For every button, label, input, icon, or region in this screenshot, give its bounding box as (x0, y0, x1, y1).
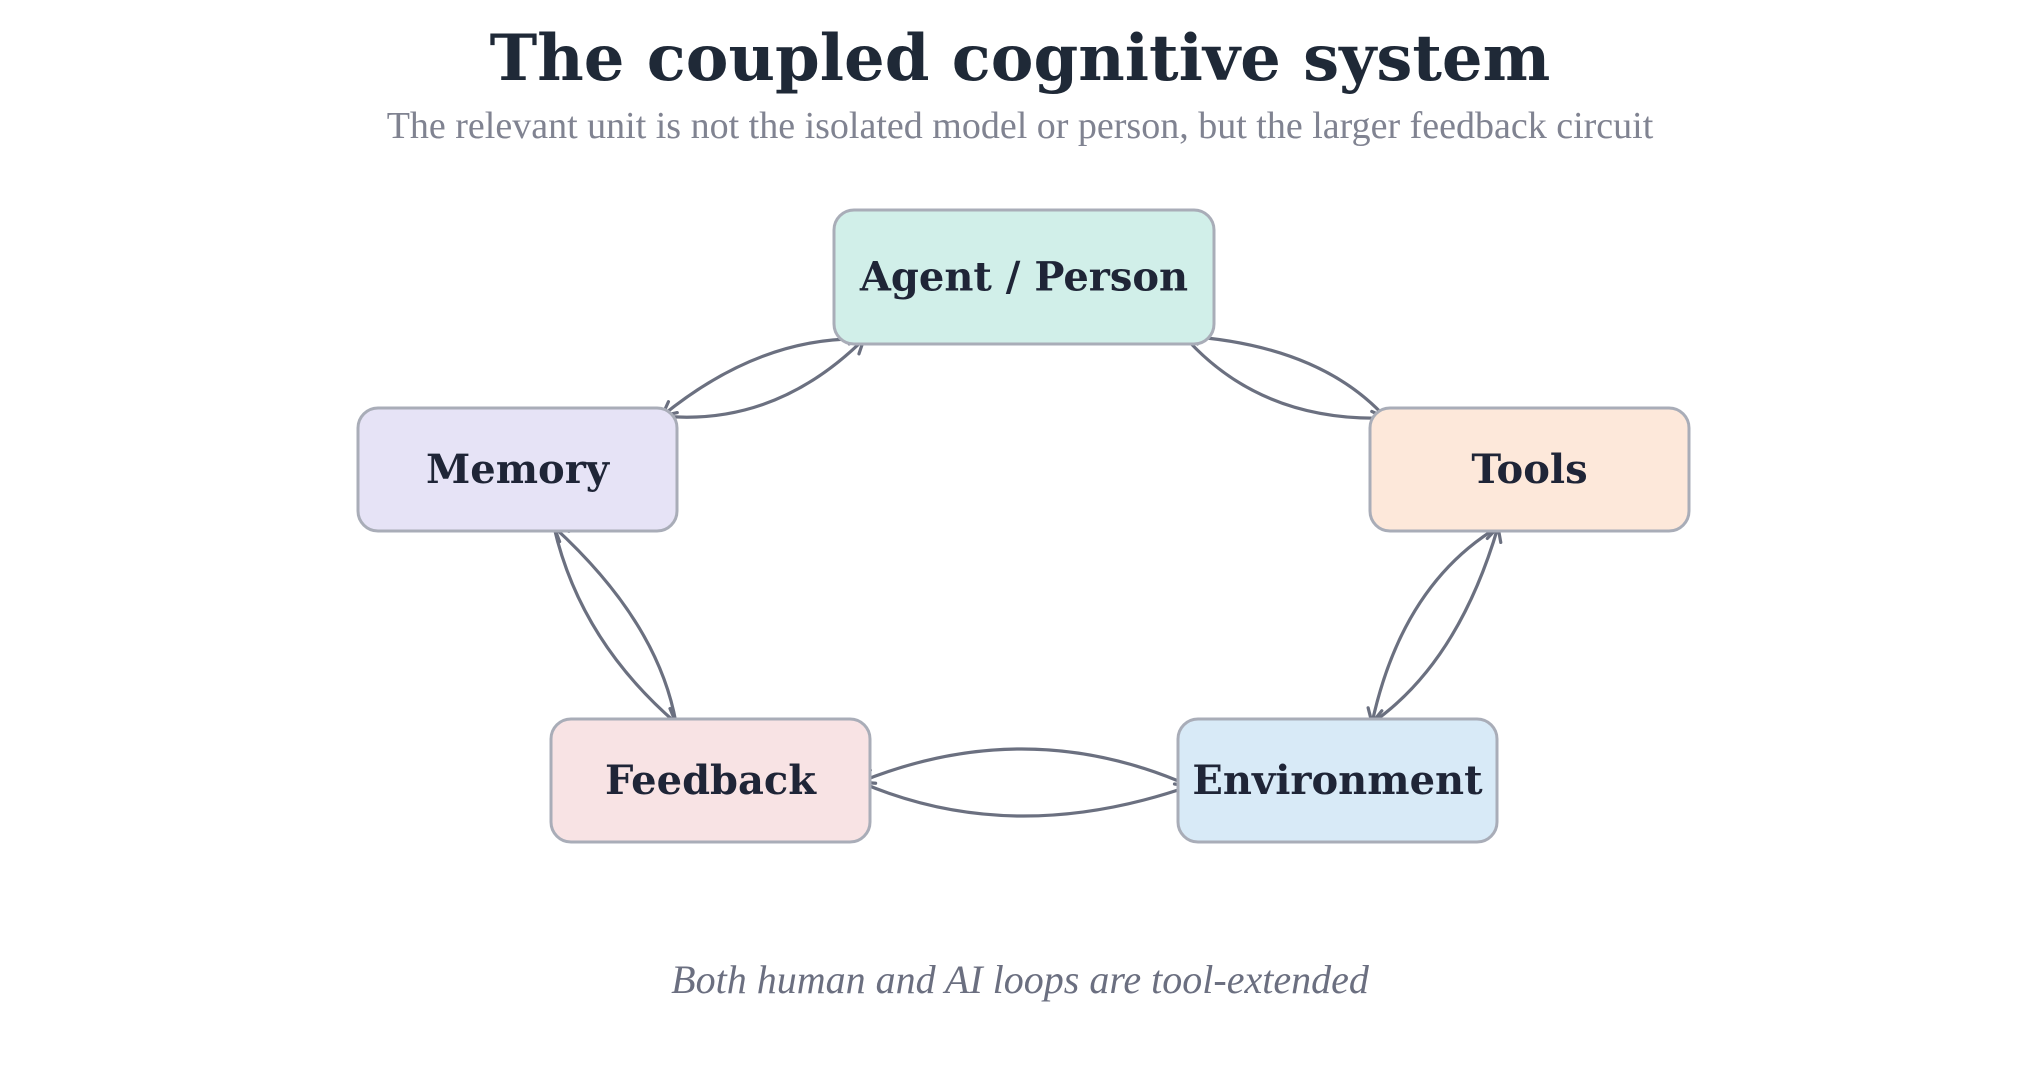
arrow-tools-to-agent (1182, 328, 1388, 420)
node-feedback-label: Feedback (605, 757, 817, 804)
arrow-tools-to-environment (1366, 525, 1500, 725)
arrow-environment-to-feedback (858, 747, 1192, 788)
arrow-agent-to-tools (1182, 334, 1388, 428)
node-agent-label: Agent / Person (859, 254, 1188, 301)
node-tools-box (1368, 406, 1691, 533)
node-feedback: Feedback (549, 717, 872, 844)
arrow-memory-to-agent (660, 337, 866, 419)
page-title: The coupled cognitive system (490, 21, 1551, 96)
footer-caption: Both human and AI loops are tool-extende… (671, 957, 1370, 1002)
page-subtitle: The relevant unit is not the isolated mo… (387, 105, 1654, 147)
node-memory-label: Memory (426, 446, 611, 493)
node-memory-box (356, 406, 679, 533)
node-tools: Tools (1368, 406, 1691, 533)
node-feedback-box (549, 717, 872, 844)
node-environment-label: Environment (1192, 757, 1483, 804)
node-agent-box (832, 208, 1216, 346)
node-agent: Agent / Person (832, 208, 1216, 346)
arrow-memory-to-feedback (552, 525, 678, 725)
arrow-feedback-to-memory (552, 525, 678, 725)
arrow-agent-to-memory (660, 337, 866, 418)
edges-layer (552, 328, 1503, 818)
arrow-environment-to-tools (1370, 525, 1503, 725)
node-tools-label: Tools (1471, 446, 1587, 493)
node-memory: Memory (356, 406, 679, 533)
arrow-feedback-to-environment (858, 780, 1192, 818)
node-environment: Environment (1176, 717, 1499, 844)
node-environment-box (1176, 717, 1499, 844)
